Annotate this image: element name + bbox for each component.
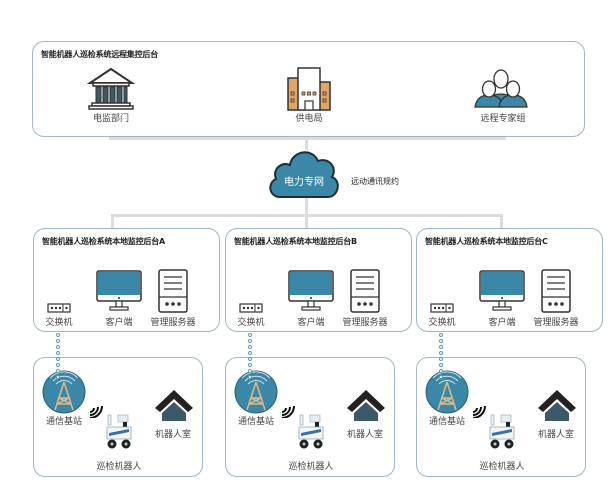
link-dot <box>248 351 252 355</box>
link-dot <box>248 363 252 367</box>
robot-room-house-icon <box>538 390 576 421</box>
link-dot <box>56 339 60 343</box>
local-center-panel-c: 智能机器人巡检系统本地监控后台C 交换机 客户端 管理服务器 <box>416 228 603 332</box>
client-monitor-icon <box>96 270 142 311</box>
node-label-regulator: 电监部门 <box>92 114 130 124</box>
client-label: 客户端 <box>488 318 516 328</box>
switch-label: 交换机 <box>45 318 73 328</box>
base-station-tower-icon <box>425 370 469 414</box>
expert-group-icon <box>474 69 528 108</box>
switch-icon <box>47 303 71 313</box>
link-dot <box>248 375 252 379</box>
link-dot <box>439 345 443 349</box>
connector-left-mid <box>111 214 114 228</box>
link-dot <box>439 375 443 379</box>
link-dot <box>248 339 252 343</box>
connector-right-mid <box>500 214 503 228</box>
link-dot <box>439 369 443 373</box>
link-dot <box>56 369 60 373</box>
link-dot <box>56 375 60 379</box>
server-label: 管理服务器 <box>533 318 579 328</box>
robot-room-label: 机器人室 <box>537 430 575 440</box>
base-station-tower-icon <box>234 370 278 414</box>
inspection-robot-icon <box>489 414 515 449</box>
office-building-icon <box>287 67 331 111</box>
management-server-icon <box>541 269 571 313</box>
power-network-cloud-icon <box>269 151 339 198</box>
local-center-title: 智能机器人巡检系统本地监控后台C <box>425 237 548 246</box>
robot-label: 巡检机器人 <box>479 462 525 472</box>
link-dot <box>439 333 443 337</box>
robot-room-label: 机器人室 <box>154 430 192 440</box>
link-dot <box>56 333 60 337</box>
local-center-panel-a: 智能机器人巡检系统本地监控后台A 交换机 客户端 管理服务器 <box>33 228 220 332</box>
local-center-panel-b: 智能机器人巡检系统本地监控后台B 交换机 客户端 管理服务器 <box>225 228 412 332</box>
local-center-title: 智能机器人巡检系统本地监控后台A <box>42 237 165 246</box>
government-building-icon <box>87 67 135 110</box>
wireless-signal-icon <box>89 405 103 418</box>
robot-room-house-icon <box>347 390 385 421</box>
node-label-expert-group: 远程专家组 <box>480 114 526 124</box>
link-dot <box>439 357 443 361</box>
link-dot <box>248 369 252 373</box>
protocol-label: 远动通讯规约 <box>351 177 399 186</box>
switch-to-station-link <box>56 333 60 381</box>
wireless-signal-icon <box>472 405 486 418</box>
station-panel-c: 通信基站 巡检机器人 机器人室 <box>416 357 586 477</box>
local-center-title: 智能机器人巡检系统本地监控后台B <box>234 237 357 246</box>
inspection-robot-icon <box>106 414 132 449</box>
link-dot <box>248 345 252 349</box>
client-label: 客户端 <box>105 318 133 328</box>
link-dot <box>248 333 252 337</box>
station-panel-a: 通信基站 巡检机器人 机器人室 <box>33 357 203 477</box>
base-station-label: 通信基站 <box>237 417 275 427</box>
cloud-label: 电力专网 <box>284 177 324 188</box>
robot-label: 巡检机器人 <box>288 462 334 472</box>
link-dot <box>56 345 60 349</box>
base-station-tower-icon <box>42 370 86 414</box>
station-panel-b: 通信基站 巡检机器人 机器人室 <box>225 357 395 477</box>
link-dot <box>56 351 60 355</box>
switch-label: 交换机 <box>428 318 456 328</box>
wireless-signal-icon <box>281 405 295 418</box>
link-dot <box>248 357 252 361</box>
node-label-power-bureau: 供电局 <box>295 114 323 124</box>
base-station-label: 通信基站 <box>428 417 466 427</box>
robot-room-house-icon <box>155 390 193 421</box>
management-server-icon <box>158 269 188 313</box>
link-dot <box>56 357 60 361</box>
link-dot <box>439 351 443 355</box>
link-dot <box>56 363 60 367</box>
connector-cloud-down <box>305 198 308 228</box>
switch-icon <box>430 303 454 313</box>
robot-label: 巡检机器人 <box>96 462 142 472</box>
server-label: 管理服务器 <box>342 318 388 328</box>
server-label: 管理服务器 <box>150 318 196 328</box>
switch-to-station-link <box>248 333 252 381</box>
connector-center-top <box>305 128 308 150</box>
link-dot <box>439 363 443 367</box>
client-monitor-icon <box>479 270 525 311</box>
switch-to-station-link <box>439 333 443 381</box>
inspection-robot-icon <box>298 414 324 449</box>
link-dot <box>439 339 443 343</box>
robot-room-label: 机器人室 <box>346 430 384 440</box>
management-server-icon <box>350 269 380 313</box>
remote-center-title: 智能机器人巡检系统远程集控后台 <box>41 50 158 59</box>
switch-label: 交换机 <box>237 318 265 328</box>
switch-icon <box>239 303 263 313</box>
client-monitor-icon <box>288 270 334 311</box>
base-station-label: 通信基站 <box>45 417 83 427</box>
client-label: 客户端 <box>297 318 325 328</box>
connector-mid-bus <box>111 214 503 217</box>
